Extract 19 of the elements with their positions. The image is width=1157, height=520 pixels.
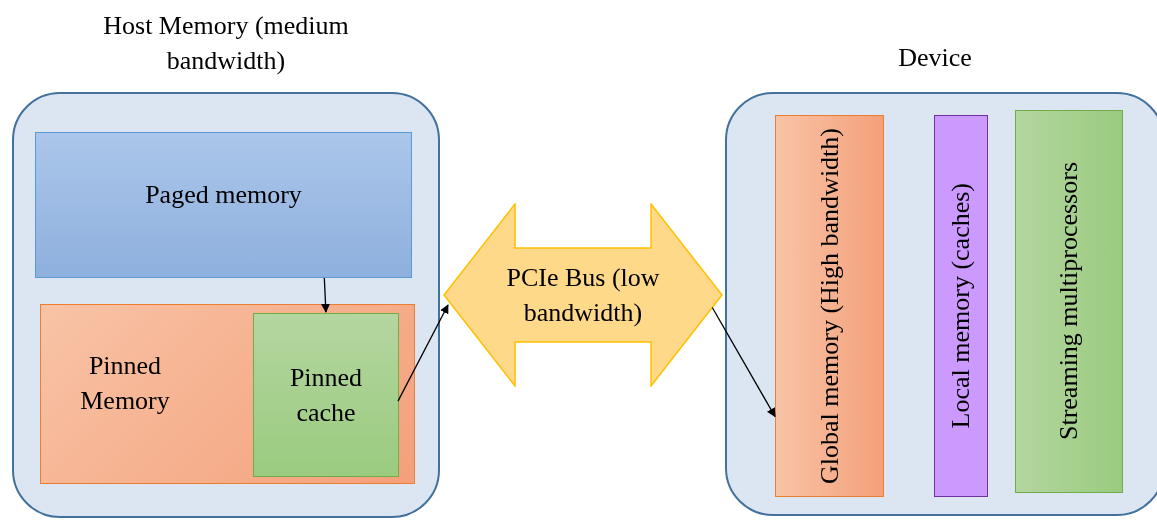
arrow (321, 277, 331, 313)
column-label: Local memory (caches) (945, 183, 977, 429)
column-label: Global memory (High bandwidth) (813, 128, 845, 484)
panel-heading: Device (897, 42, 973, 74)
arrow (711, 306, 776, 418)
block-label: Pinned cache (288, 361, 364, 429)
block-label: Pinned Memory (79, 349, 171, 417)
bus-label: PCIe Bus (low bandwidth) (505, 261, 661, 329)
block-label: Paged memory (145, 179, 302, 212)
cache-block (253, 313, 399, 477)
memory-column (934, 115, 988, 497)
arrow (397, 304, 449, 402)
memory-block (35, 132, 412, 278)
memory-column (775, 115, 884, 497)
panel-heading: Host Memory (medium bandwidth) (102, 10, 350, 78)
double-arrow (443, 203, 723, 387)
processor-column (1015, 110, 1123, 493)
memory-block (40, 304, 415, 484)
column-label: Streaming multiprocessors (1053, 162, 1085, 441)
